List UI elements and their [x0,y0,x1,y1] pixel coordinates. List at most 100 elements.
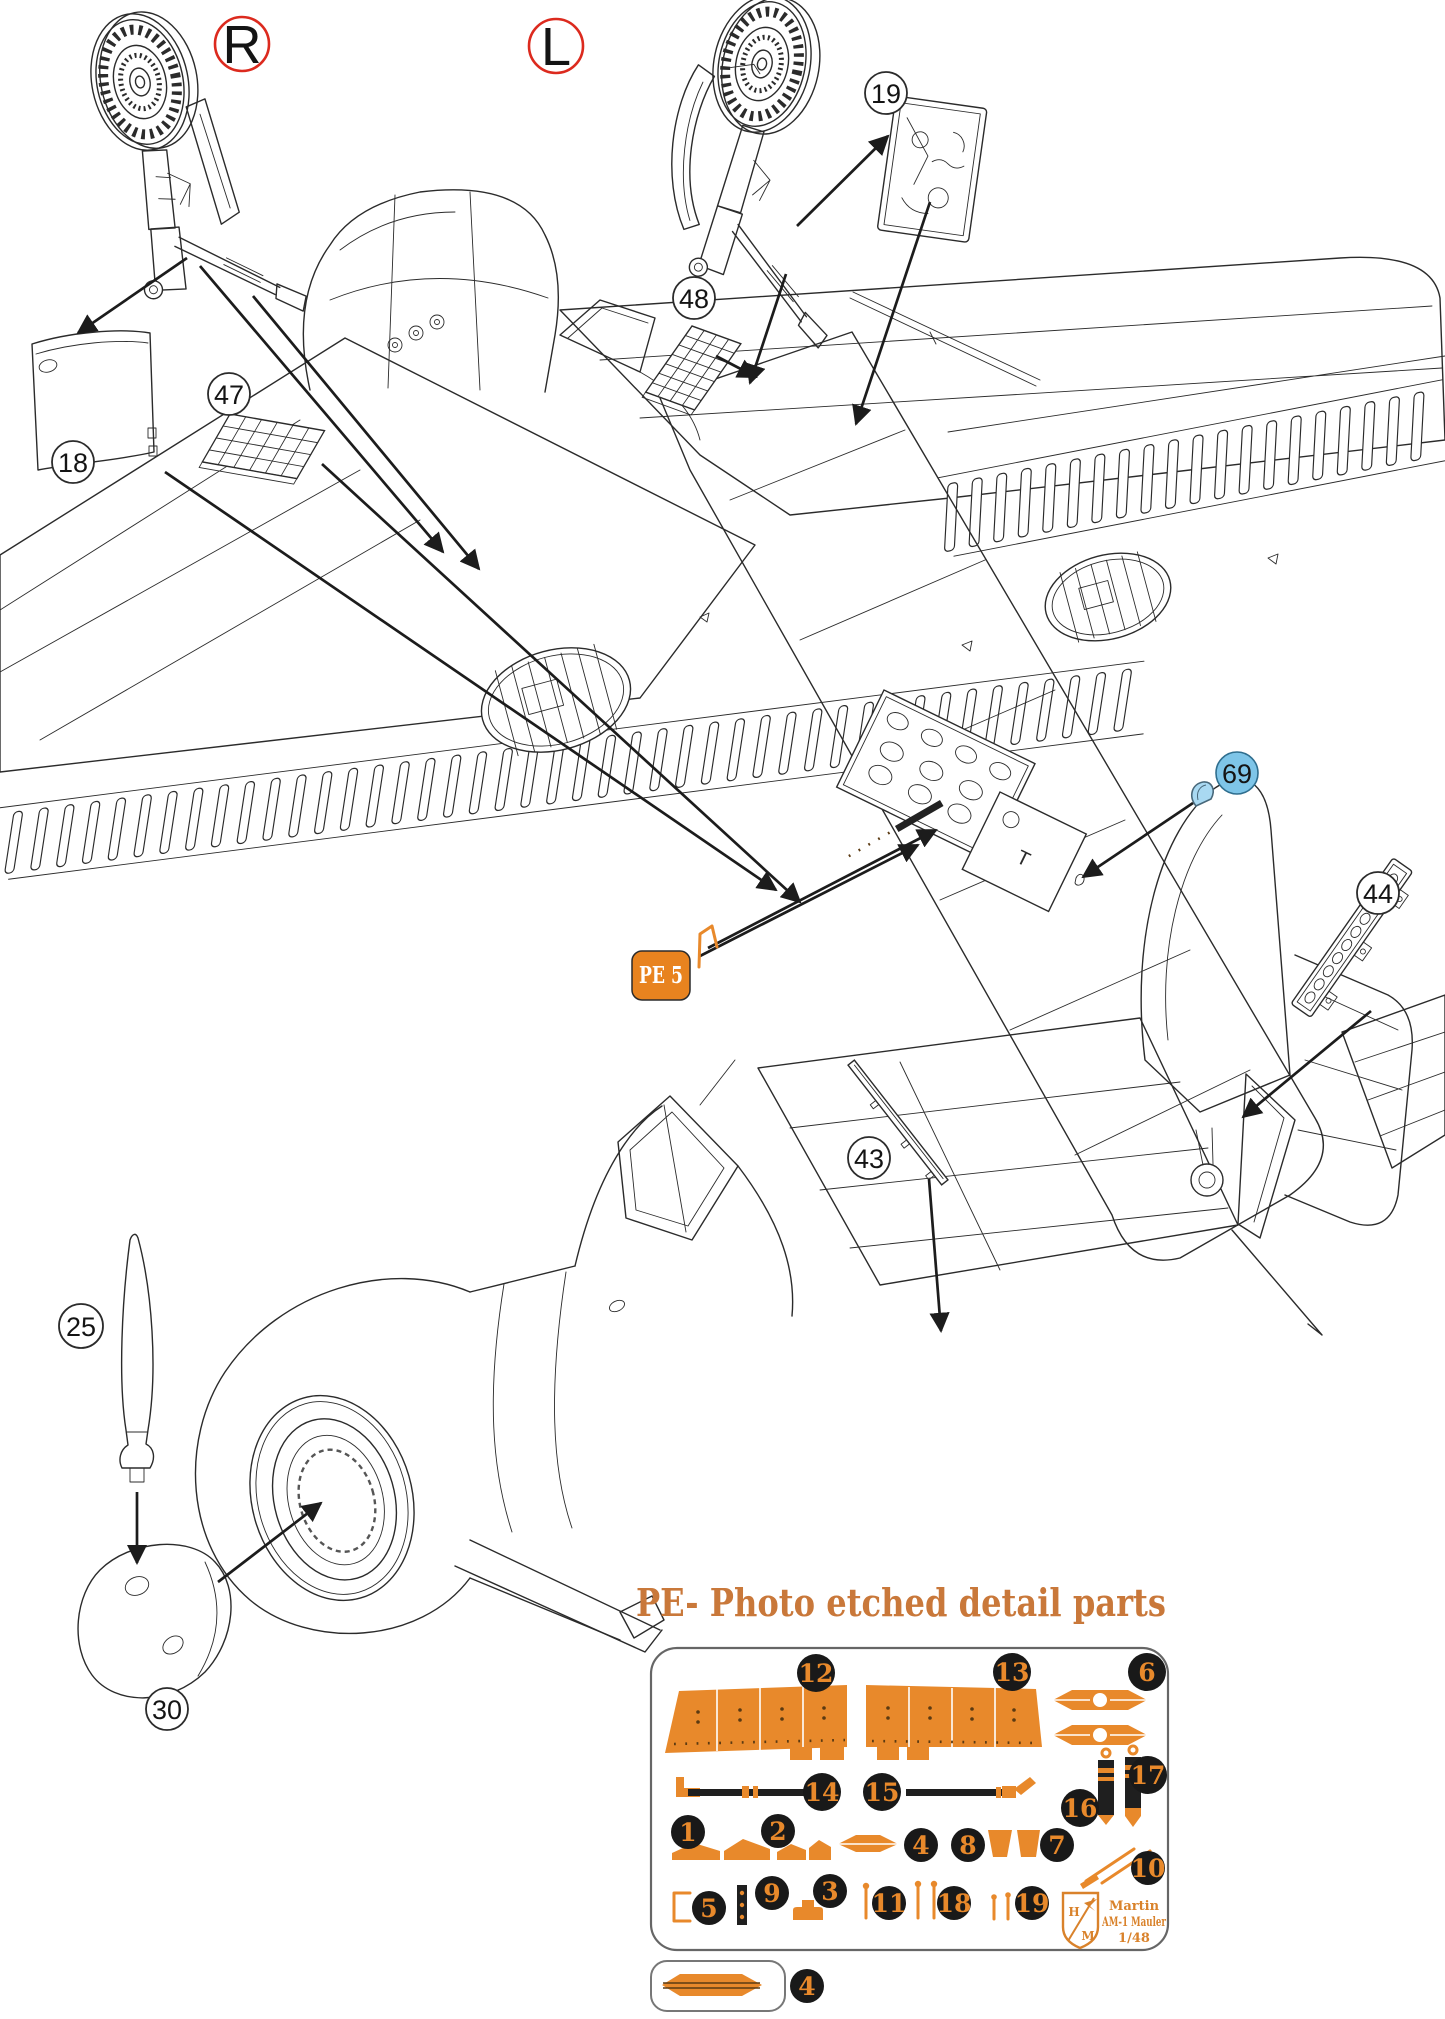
svg-text:18: 18 [58,448,88,478]
part-48-grille [641,325,742,416]
fret-number-9: 9 [755,1876,789,1910]
svg-text:L: L [541,17,571,77]
pe5-badge: PE 5 [631,924,719,1001]
svg-text:13: 13 [995,1658,1030,1687]
part-43-strip [847,1059,949,1186]
fret-number-3: 3 [813,1874,847,1908]
fret-number-11: 11 [872,1886,907,1920]
pe5-bracket-part [697,924,719,969]
spinner-part [77,1543,232,1699]
logo-brand-line1: Martin [1109,1899,1160,1914]
svg-text:6: 6 [1138,1658,1155,1687]
logo-brand-line3: 1/48 [1118,1931,1150,1946]
fret-number-10: 10 [1131,1851,1166,1885]
fret-part-6-blades [1053,1690,1147,1745]
svg-text:2: 2 [769,1817,786,1846]
logo-monogram-top: H [1068,1905,1079,1919]
callout-30: 30 [145,1687,189,1731]
fret-part-15-rod [906,1777,1036,1798]
svg-text:17: 17 [1131,1761,1166,1790]
fret-number-12: 12 [797,1654,835,1692]
svg-text:43: 43 [854,1144,884,1174]
nose-front-view-drawing [194,1059,794,1653]
svg-text:25: 25 [66,1312,96,1342]
svg-text:R: R [223,15,262,75]
fret-part-13-flap [866,1685,1042,1760]
hatch-door: T [961,791,1088,913]
svg-text:9: 9 [763,1879,780,1908]
logo-brand-line2: AM-1 Mauler [1101,1915,1166,1930]
svg-text:4: 4 [912,1831,929,1860]
fret-parts-small-row [672,1880,1011,1925]
pe-fret-box: 12 13 6 14 15 17 16 1 2 4 8 7 10 5 9 3 1… [649,1646,1170,1952]
fret-number-4: 4 [904,1828,938,1862]
callout-18: 18 [51,440,95,484]
flap-rib-comb-right [938,379,1445,557]
fret-number-14: 14 [803,1773,841,1811]
pe5-badge-label: PE 5 [639,962,683,989]
svg-text:18: 18 [937,1889,972,1918]
svg-text:14: 14 [805,1778,840,1807]
part-69-clear-light [1074,781,1214,886]
svg-text:19: 19 [1015,1889,1050,1918]
callout-25: 25 [58,1303,104,1349]
callout-69: 69 [1215,751,1259,795]
svg-text:44: 44 [1363,879,1393,909]
svg-text:16: 16 [1063,1794,1098,1823]
svg-text:1: 1 [679,1818,696,1847]
propeller-blade-part [119,1233,155,1483]
svg-text:15: 15 [865,1778,900,1807]
right-gear-assembly [79,0,307,312]
fret-number-17: 17 [1129,1756,1167,1794]
fret-number-18: 18 [937,1886,972,1920]
right-wheel-well [1044,551,1172,643]
tail-wheel [1190,1073,1323,1336]
extra-part-box: 4 [650,1960,824,2012]
fret-part-12-flap [665,1685,847,1760]
svg-text:3: 3 [821,1877,838,1906]
fret-number-13: 13 [993,1653,1031,1691]
fret-parts-wedges [672,1830,1152,1889]
fret-number-5: 5 [692,1891,726,1925]
fret-number-1: 1 [671,1815,705,1849]
walkway-strip [845,800,944,859]
svg-text:11: 11 [872,1889,907,1918]
svg-text:47: 47 [214,380,244,410]
logo-monogram-bottom: M [1081,1929,1094,1943]
fret-part-14-rod [676,1777,806,1798]
svg-text:12: 12 [799,1659,834,1688]
svg-text:30: 30 [152,1695,182,1725]
svg-text:8: 8 [959,1831,976,1860]
part-18-cover [31,330,158,471]
svg-text:69: 69 [1222,759,1252,789]
aircraft-top-view-drawing: T [0,189,1445,1336]
left-gear-assembly [671,0,893,349]
svg-text:5: 5 [700,1894,717,1923]
callout-19: 19 [864,71,908,115]
callout-left-gear: L [527,17,585,77]
fret-number-4-bottom: 4 [790,1969,824,2003]
callout-44: 44 [1356,871,1400,915]
fret-number-8: 8 [951,1828,985,1862]
svg-text:10: 10 [1131,1854,1166,1883]
fret-number-6: 6 [1128,1653,1166,1691]
assembly-arrows [76,134,1372,1584]
part-19-door-panel [877,95,988,243]
brand-logo: H M Martin AM-1 Mauler 1/48 [1061,1891,1166,1950]
callout-48: 48 [672,276,716,320]
fret-number-19: 19 [1015,1886,1050,1920]
fret-number-15: 15 [863,1773,901,1811]
svg-text:48: 48 [679,284,709,314]
pe-section-title: PE- Photo etched detail parts [636,1580,1166,1625]
fret-number-2: 2 [761,1814,795,1848]
callout-43: 43 [847,1136,891,1180]
part-47-grille [198,413,326,485]
callout-right-gear: R [213,15,271,75]
part-44-rail [1291,858,1413,1017]
svg-text:19: 19 [871,79,901,109]
left-wheel-well [480,643,632,757]
svg-text:7: 7 [1048,1831,1065,1860]
fret-number-16: 16 [1061,1789,1099,1827]
